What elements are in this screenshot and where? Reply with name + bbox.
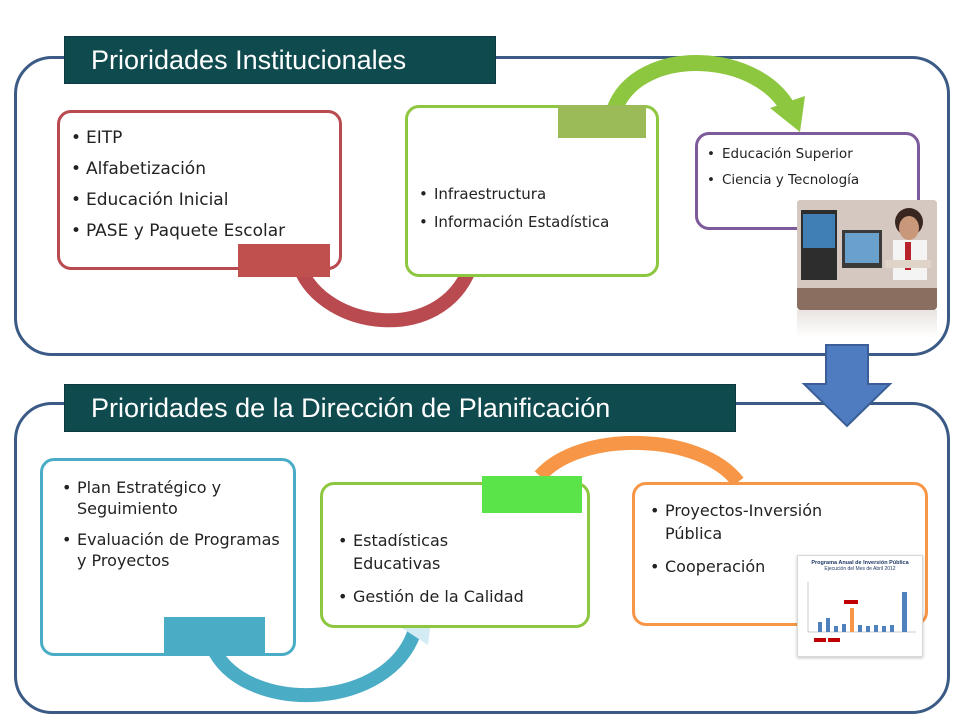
bottom-section-title: Prioridades de la Dirección de Planifica… — [64, 384, 736, 432]
list-item: Información Estadística — [416, 208, 656, 236]
report-title: Programa Anual de Inversión Pública — [811, 560, 909, 566]
photo-reflection — [797, 310, 937, 338]
list-item: Proyectos-Inversión Pública — [647, 499, 875, 545]
report-subtitle: Ejecución del Mes de Abril 2012 — [824, 566, 896, 572]
investment-report-thumbnail: Programa Anual de Inversión Pública Ejec… — [797, 555, 923, 657]
orange-curved-arrow — [534, 436, 744, 487]
list-item: Educación Inicial — [68, 185, 339, 216]
list-item: EITP — [68, 123, 339, 154]
list-item: Plan Estratégico y Seguimiento — [59, 477, 293, 519]
list-item: Alfabetización — [68, 154, 339, 185]
list-item: Estadísticas Educativas — [335, 529, 483, 575]
green-connector-tab — [558, 105, 646, 138]
report-bar-chart — [807, 582, 916, 642]
top-section-title: Prioridades Institucionales — [64, 36, 496, 84]
list-item: Gestión de la Calidad — [335, 585, 587, 608]
down-arrow-icon — [801, 344, 893, 428]
list-item: Cooperación — [647, 555, 925, 578]
teal-curved-arrow — [208, 627, 422, 703]
red-curved-arrow — [293, 265, 477, 328]
list-item: PASE y Paquete Escolar — [68, 216, 339, 247]
bright-green-connector-tab — [482, 476, 582, 513]
card-statistics: Estadísticas Educativas Gestión de la Ca… — [320, 482, 590, 628]
teal-connector-tab — [164, 617, 265, 654]
list-item: Educación Superior — [704, 141, 917, 167]
card-infrastructure: Infraestructura Información Estadística — [405, 105, 659, 277]
green-curved-arrow — [607, 55, 798, 116]
list-item: Ciencia y Tecnología — [704, 167, 917, 193]
classroom-photo — [797, 200, 937, 310]
red-connector-tab — [238, 244, 330, 277]
list-item: Evaluación de Programas y Proyectos — [59, 529, 293, 571]
card-institutional-programs: EITP Alfabetización Educación Inicial PA… — [57, 110, 342, 270]
green-arrow-head — [770, 96, 805, 132]
list-item: Infraestructura — [416, 180, 656, 208]
